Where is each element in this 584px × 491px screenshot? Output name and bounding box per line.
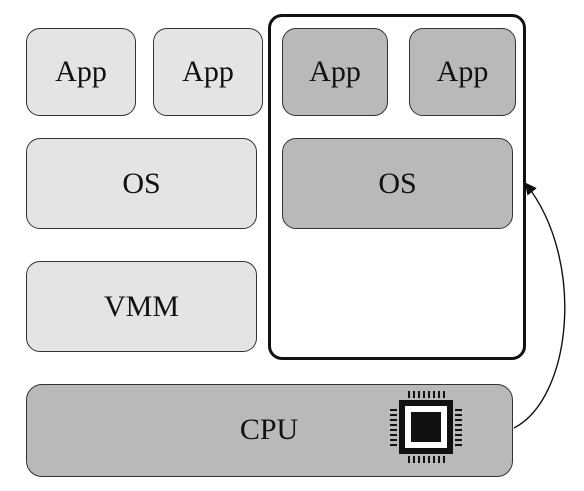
cpu-chip-icon [390, 391, 462, 463]
guest-app-label-1: App [309, 55, 361, 88]
host-app-label-2: App [182, 55, 234, 88]
host-app-box-1: App [26, 28, 136, 116]
guest-os-box: OS [282, 138, 513, 229]
host-os-label: OS [122, 166, 161, 200]
virtual-machine-frame [268, 14, 526, 360]
vmm-label: VMM [103, 289, 179, 323]
host-os-box: OS [26, 138, 257, 229]
host-app-box-2: App [153, 28, 263, 116]
vmm-box: VMM [26, 261, 257, 352]
guest-app-label-2: App [436, 55, 489, 88]
cpu-label: CPU [239, 413, 299, 446]
guest-os-label: OS [378, 166, 417, 200]
guest-app-box-2: App [409, 28, 516, 116]
host-app-label-1: App [55, 55, 107, 88]
guest-app-box-1: App [282, 28, 388, 116]
